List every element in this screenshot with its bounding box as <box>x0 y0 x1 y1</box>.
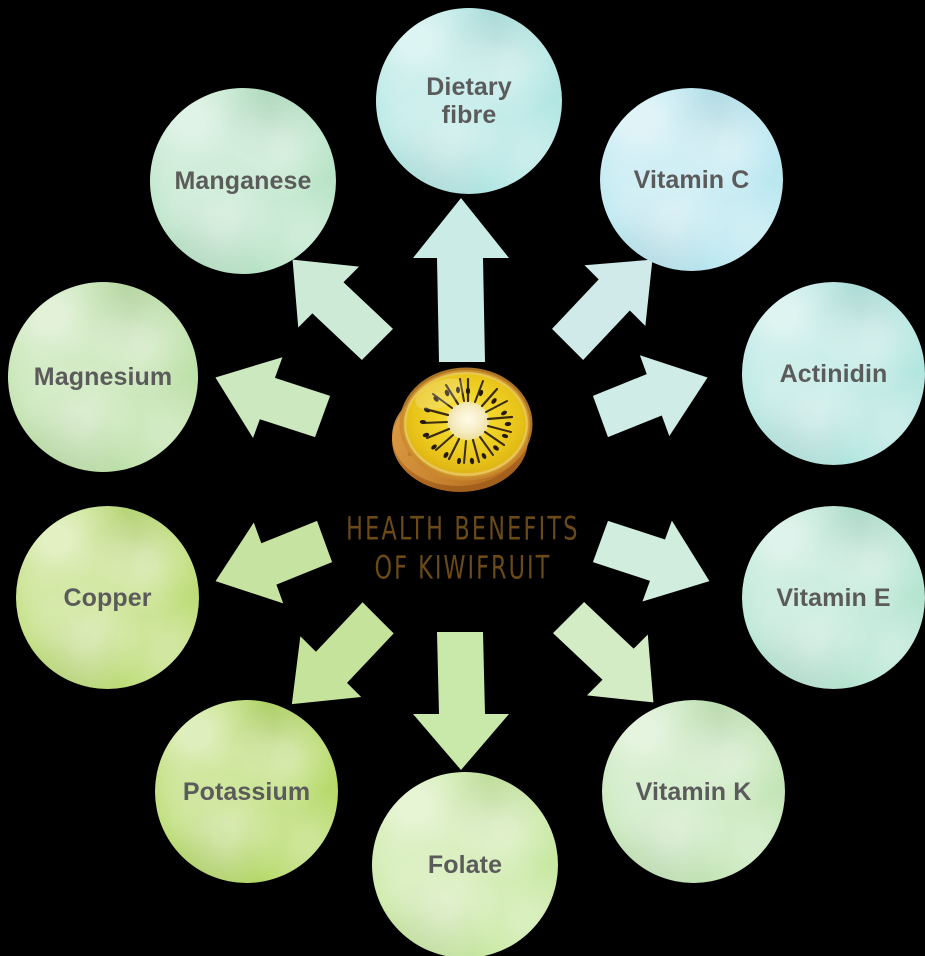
node-actinidin[interactable]: Actinidin <box>742 282 925 465</box>
node-label-potassium: Potassium <box>182 777 311 806</box>
node-label-line-2: fibre <box>441 101 497 129</box>
arrow-to-dietary-fibre <box>409 196 513 364</box>
centre-title-line-2: OF KIWIFRUIT <box>374 550 552 588</box>
arrow-to-folate <box>409 630 513 772</box>
node-label-copper: Copper <box>63 583 152 612</box>
centre-group: HEALTH BENEFITS OF KIWIFRUIT <box>346 362 578 594</box>
node-potassium[interactable]: Potassium <box>155 700 338 883</box>
centre-title-line-1: HEALTH BENEFITS <box>346 511 580 548</box>
node-vitamin-c[interactable]: Vitamin C <box>600 88 783 271</box>
arrow-to-potassium <box>272 596 398 726</box>
node-label-manganese: Manganese <box>174 167 312 195</box>
arrow-to-actinidin <box>580 338 728 456</box>
node-label-magnesium: Magnesium <box>33 363 173 391</box>
arrow-to-vitamin-e <box>580 500 728 622</box>
node-label-vitamin-e: Vitamin E <box>776 583 891 612</box>
node-vitamin-k[interactable]: Vitamin K <box>602 700 785 883</box>
arrow-to-magnesium <box>194 338 344 456</box>
node-label-folate: Folate <box>427 851 503 879</box>
node-label-line-1: Dietary <box>426 73 512 101</box>
node-dietary-fibre[interactable]: Dietary fibre <box>376 8 562 194</box>
node-magnesium[interactable]: Magnesium <box>8 282 198 472</box>
arrow-to-copper <box>196 500 346 622</box>
centre-title: HEALTH BENEFITS OF KIWIFRUIT <box>346 510 579 589</box>
node-manganese[interactable]: Manganese <box>150 88 336 274</box>
node-folate[interactable]: Folate <box>372 772 558 956</box>
node-copper[interactable]: Copper <box>16 506 199 689</box>
node-label-dietary-fibre: Dietary fibre <box>418 73 519 129</box>
node-label-actinidin: Actinidin <box>779 359 888 388</box>
kiwifruit-half-icon <box>380 366 546 498</box>
node-vitamin-e[interactable]: Vitamin E <box>742 506 925 689</box>
arrow-to-vitamin-k <box>548 596 674 724</box>
node-label-vitamin-k: Vitamin K <box>635 777 752 806</box>
node-label-vitamin-c: Vitamin C <box>633 165 750 194</box>
